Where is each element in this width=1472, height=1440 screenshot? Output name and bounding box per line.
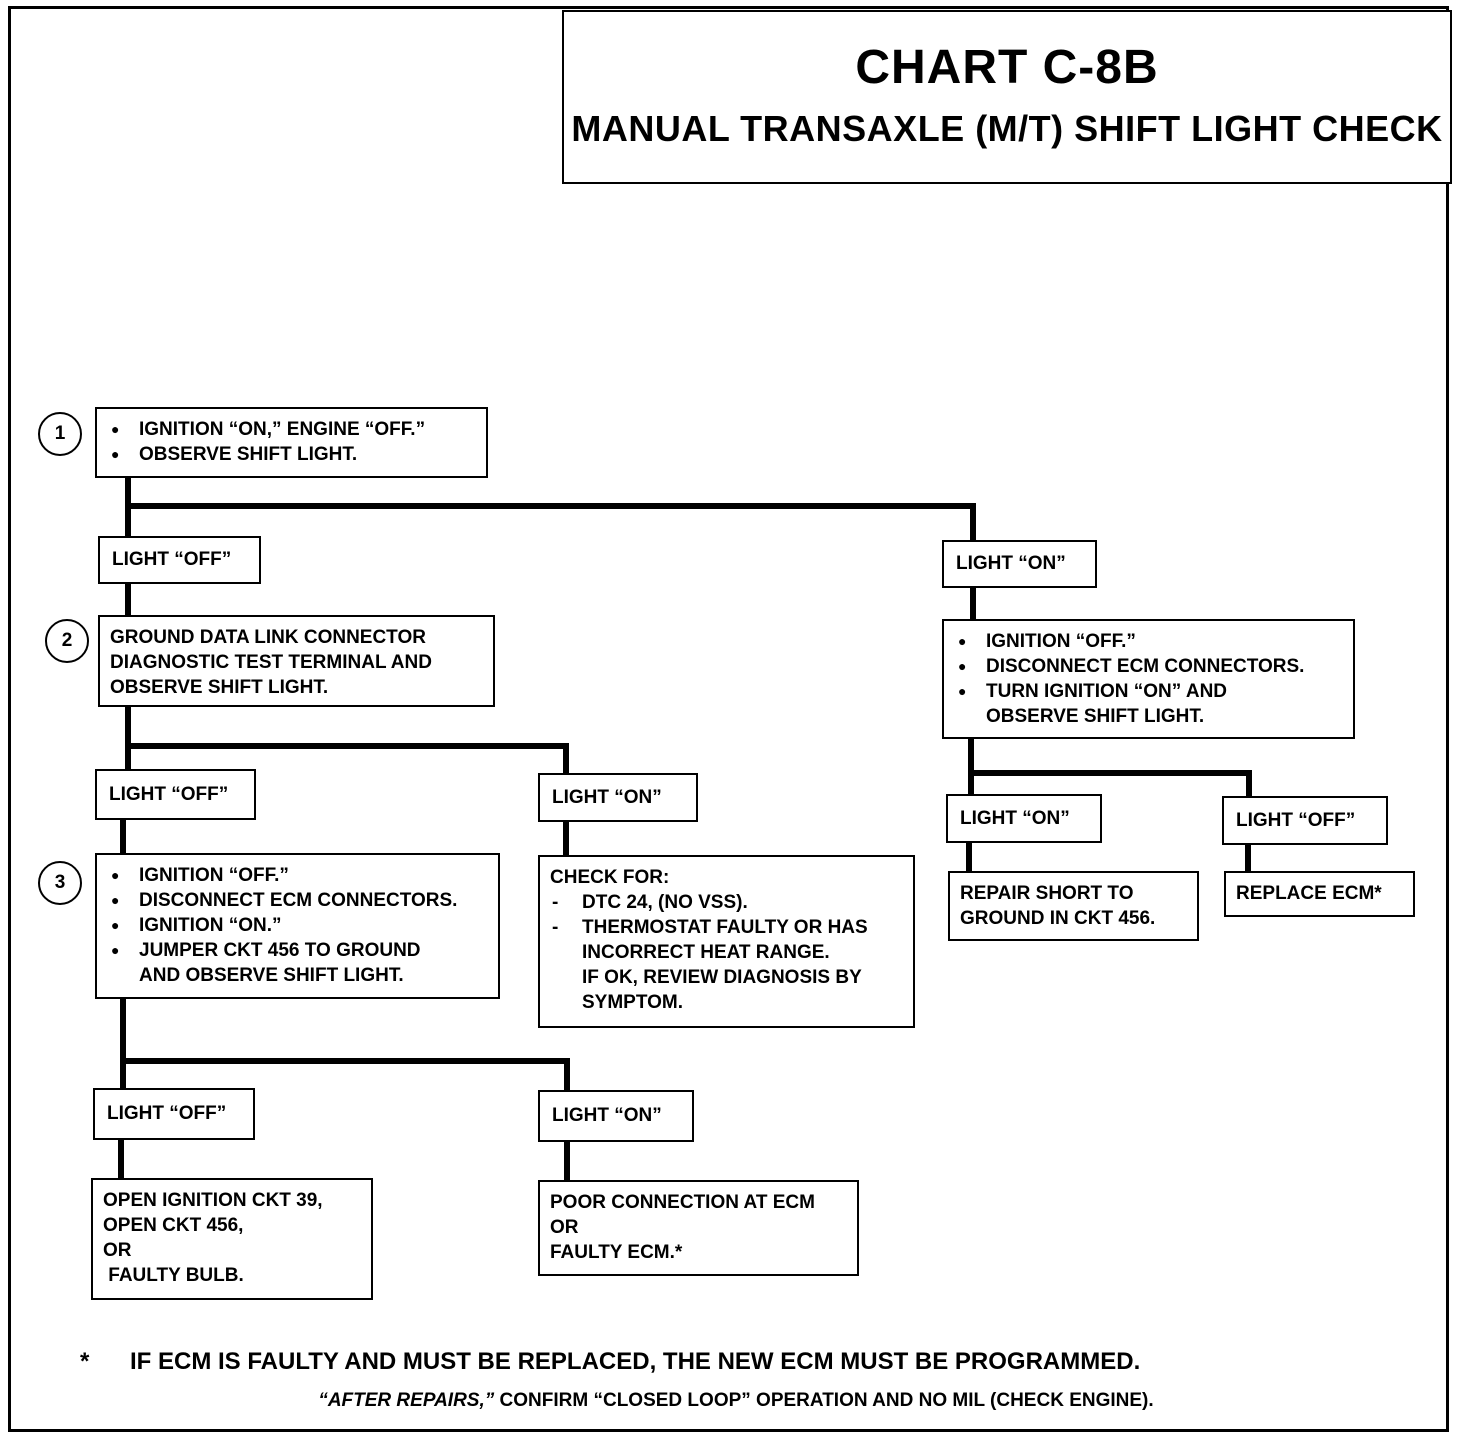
poor-connection-box: POOR CONNECTION AT ECM OR FAULTY ECM.* <box>538 1180 859 1276</box>
step-3-marker: 3 <box>38 861 82 905</box>
step-2-line: GROUND DATA LINK CONNECTOR <box>110 627 426 648</box>
connector <box>970 503 976 541</box>
check-for-line: IF OK, REVIEW DIAGNOSIS BY <box>582 967 862 988</box>
check-for-heading: CHECK FOR: <box>550 867 670 888</box>
check-for-line: SYMPTOM. <box>582 992 683 1013</box>
step-1-item: OBSERVE SHIFT LIGHT. <box>107 442 476 467</box>
connector <box>966 841 972 873</box>
light-on-label: LIGHT “ON” <box>942 540 1097 588</box>
connector <box>564 1058 570 1091</box>
ecm-footnote: * IF ECM IS FAULTY AND MUST BE REPLACED, … <box>80 1348 1140 1376</box>
step-1-box: IGNITION “ON,” ENGINE “OFF.” OBSERVE SHI… <box>95 407 488 478</box>
repair-short-line: GROUND IN CKT 456. <box>960 908 1156 929</box>
replace-ecm-box: REPLACE ECM* <box>1224 871 1415 917</box>
connector <box>120 818 126 855</box>
title-box: CHART C-8B MANUAL TRANSAXLE (M/T) SHIFT … <box>562 10 1452 184</box>
after-repairs-note: “AFTER REPAIRS,” CONFIRM “CLOSED LOOP” O… <box>0 1390 1472 1412</box>
check-for-box: CHECK FOR: DTC 24, (NO VSS). THERMOSTAT … <box>538 855 915 1028</box>
confirm-text: CONFIRM “CLOSED LOOP” OPERATION AND NO M… <box>494 1390 1154 1411</box>
connector <box>970 587 976 619</box>
connector <box>563 820 569 857</box>
step-3-item: JUMPER CKT 456 TO GROUND <box>107 938 488 963</box>
check-for-item: THERMOSTAT FAULTY OR HAS <box>550 915 903 940</box>
footnote-star: * <box>80 1348 90 1375</box>
repair-short-line: REPAIR SHORT TO <box>960 883 1134 904</box>
light-off-label: LIGHT “OFF” <box>95 769 256 820</box>
connector <box>968 737 974 795</box>
step-3-box: IGNITION “OFF.” DISCONNECT ECM CONNECTOR… <box>95 853 500 999</box>
chart-subtitle: MANUAL TRANSAXLE (M/T) SHIFT LIGHT CHECK <box>571 108 1443 149</box>
step-1-item: IGNITION “ON,” ENGINE “OFF.” <box>107 417 476 442</box>
connector <box>120 1058 570 1064</box>
light-on-label: LIGHT “ON” <box>538 773 698 822</box>
connector <box>125 503 976 509</box>
right-ignition-box: IGNITION “OFF.” DISCONNECT ECM CONNECTOR… <box>942 619 1355 739</box>
open-ignition-line: OR <box>103 1240 132 1261</box>
repair-short-box: REPAIR SHORT TO GROUND IN CKT 456. <box>948 871 1199 941</box>
step-1-marker: 1 <box>38 412 82 456</box>
open-ignition-line: OPEN CKT 456, <box>103 1215 244 1236</box>
step-3-item: IGNITION “OFF.” <box>107 863 488 888</box>
step-3-line: AND OBSERVE SHIFT LIGHT. <box>139 965 404 986</box>
connector <box>125 582 131 617</box>
right-ignition-item: DISCONNECT ECM CONNECTORS. <box>954 654 1343 679</box>
step-2-marker: 2 <box>45 619 89 663</box>
light-off-label: LIGHT “OFF” <box>93 1088 255 1140</box>
step-3-item: IGNITION “ON.” <box>107 913 488 938</box>
light-off-label: LIGHT “OFF” <box>1222 796 1388 845</box>
open-ignition-line: FAULTY BULB. <box>103 1265 244 1286</box>
step-3-item: DISCONNECT ECM CONNECTORS. <box>107 888 488 913</box>
right-ignition-line: OBSERVE SHIFT LIGHT. <box>986 706 1205 727</box>
light-on-label: LIGHT “ON” <box>946 794 1102 843</box>
check-for-item: DTC 24, (NO VSS). <box>550 890 903 915</box>
connector <box>125 705 131 770</box>
chart-frame <box>8 6 1449 1432</box>
connector <box>118 1138 124 1180</box>
light-on-label: LIGHT “ON” <box>538 1090 694 1142</box>
replace-ecm-text: REPLACE ECM* <box>1236 883 1382 904</box>
footnote-text: IF ECM IS FAULTY AND MUST BE REPLACED, T… <box>130 1348 1141 1375</box>
connector <box>125 743 569 749</box>
connector <box>1246 770 1252 798</box>
after-repairs-text: “AFTER REPAIRS,” <box>318 1390 495 1411</box>
poor-connection-line: OR <box>550 1217 579 1238</box>
right-ignition-item: TURN IGNITION “ON” AND <box>954 679 1343 704</box>
open-ignition-line: OPEN IGNITION CKT 39, <box>103 1190 323 1211</box>
poor-connection-line: FAULTY ECM.* <box>550 1242 683 1263</box>
step-2-line: OBSERVE SHIFT LIGHT. <box>110 677 329 698</box>
connector <box>563 743 569 774</box>
light-off-label: LIGHT “OFF” <box>98 536 261 584</box>
connector <box>564 1140 570 1182</box>
poor-connection-line: POOR CONNECTION AT ECM <box>550 1192 815 1213</box>
right-ignition-item: IGNITION “OFF.” <box>954 629 1343 654</box>
connector <box>1245 843 1251 873</box>
step-2-line: DIAGNOSTIC TEST TERMINAL AND <box>110 652 432 673</box>
check-for-line: INCORRECT HEAT RANGE. <box>582 942 830 963</box>
connector <box>968 770 1252 776</box>
connector <box>120 997 126 1088</box>
step-2-box: GROUND DATA LINK CONNECTOR DIAGNOSTIC TE… <box>98 615 495 707</box>
open-ignition-box: OPEN IGNITION CKT 39, OPEN CKT 456, OR F… <box>91 1178 373 1300</box>
chart-title: CHART C-8B <box>855 41 1159 94</box>
